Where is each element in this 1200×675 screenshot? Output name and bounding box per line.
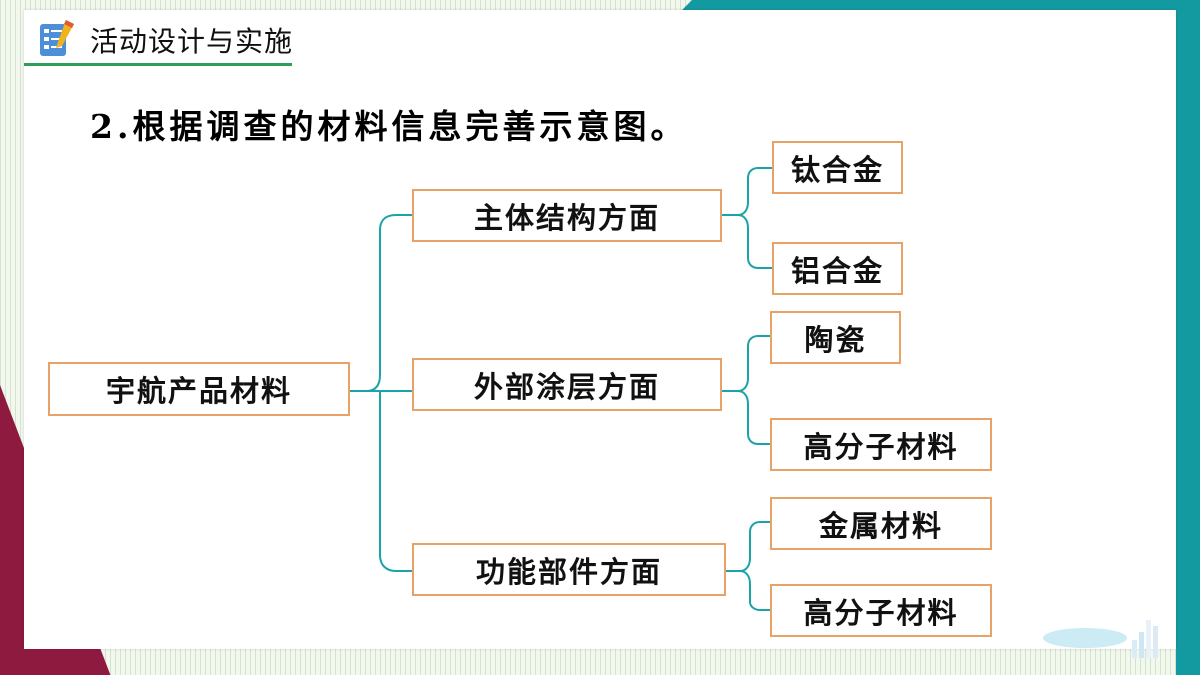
leaf-node-3-1: 金属材料 — [770, 497, 992, 550]
root-node: 宇航产品材料 — [48, 362, 350, 416]
leaf-node-1-2: 铝合金 — [772, 242, 903, 295]
right-teal-strip — [1176, 0, 1200, 675]
leaf-node-1-1: 钛合金 — [772, 141, 903, 194]
decorative-bar-graphic — [1043, 620, 1158, 658]
header-title: 活动设计与实施 — [90, 25, 294, 58]
page-heading: 2.根据调查的材料信息完善示意图。 — [90, 107, 688, 146]
leaf-node-3-2: 高分子材料 — [770, 584, 992, 637]
branch2-bracket — [722, 335, 770, 445]
leaf-node-2-2: 高分子材料 — [770, 418, 992, 471]
branch3-bracket — [726, 521, 770, 611]
leaf-node-2-1: 陶瓷 — [770, 311, 901, 364]
branch-node-3: 功能部件方面 — [412, 543, 726, 596]
branch1-bracket — [722, 167, 772, 269]
branch-node-2: 外部涂层方面 — [412, 358, 722, 411]
branch-node-1: 主体结构方面 — [412, 189, 722, 242]
root-bracket — [350, 214, 412, 572]
header-underline — [24, 63, 292, 66]
checklist-pencil-icon — [40, 20, 74, 56]
